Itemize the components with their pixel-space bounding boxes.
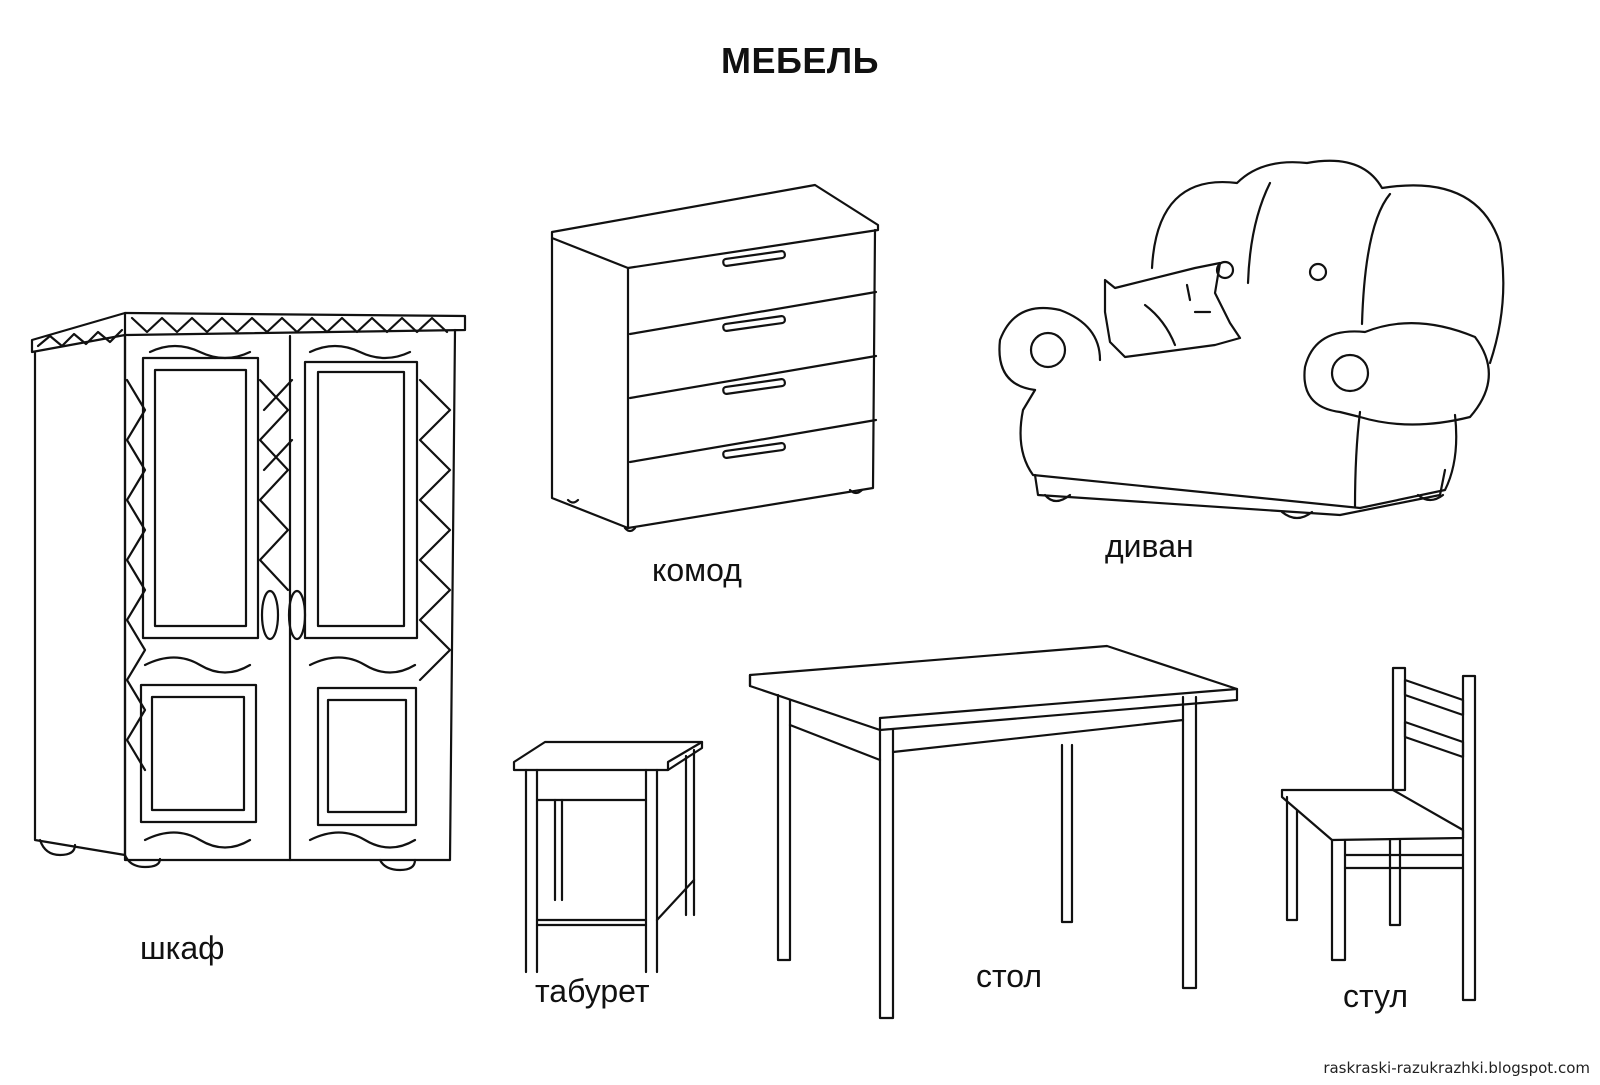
page-title: МЕБЕЛЬ (720, 40, 880, 81)
stool-drawing (512, 740, 704, 974)
label-wardrobe: шкаф (140, 930, 225, 966)
source-watermark: raskraski-razukrazhki.blogspot.com (1323, 1059, 1590, 1077)
chest-of-drawers-drawing (550, 183, 880, 533)
sofa-drawing (998, 159, 1505, 520)
label-chest-of-drawers: комод (652, 552, 742, 588)
wardrobe-drawing (30, 311, 467, 872)
label-chair: стул (1343, 978, 1408, 1014)
chair-drawing (1280, 666, 1477, 1002)
label-table: стол (976, 958, 1043, 994)
label-stool: табурет (535, 973, 650, 1009)
table-drawing (748, 644, 1239, 1020)
label-sofa: диван (1105, 528, 1194, 564)
